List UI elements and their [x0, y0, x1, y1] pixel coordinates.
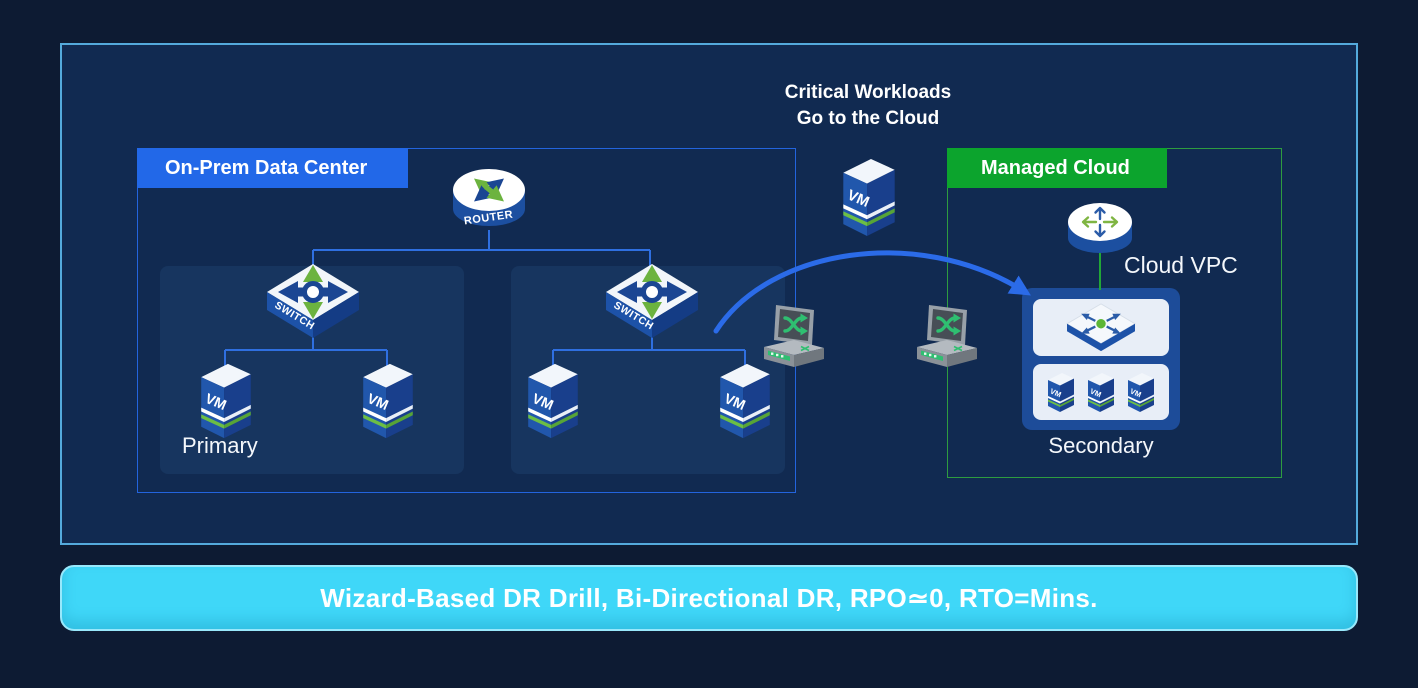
cloud-switch-panel — [1033, 299, 1169, 356]
managed-cloud-label: Managed Cloud — [947, 148, 1167, 188]
switch-icon — [604, 262, 700, 340]
cloud-vpc-label: Cloud VPC — [1124, 252, 1238, 278]
onprem-datacenter-label: On-Prem Data Center — [137, 148, 408, 188]
migrating-vm-icon — [839, 155, 899, 240]
cloud-vms-panel — [1033, 364, 1169, 420]
vm-icon — [197, 360, 255, 442]
switch-icon — [265, 262, 361, 340]
caption-line-2: Go to the Cloud — [796, 108, 940, 129]
managed-cloud-label-text: Managed Cloud — [981, 156, 1130, 179]
onprem-datacenter-label-text: On-Prem Data Center — [165, 156, 368, 179]
replication-appliance-icon — [763, 303, 825, 371]
migration-arrow — [713, 250, 1031, 334]
replication-appliance-icon — [916, 303, 978, 371]
bottom-banner: Wizard-Based DR Drill, Bi-Directional DR… — [60, 565, 1358, 631]
vm-icon — [524, 360, 582, 442]
caption-critical-workloads: Critical Workloads Go to the Cloud — [740, 80, 996, 132]
vm-icon — [359, 360, 417, 442]
caption-line-1: Critical Workloads — [784, 82, 952, 103]
vm-icon — [716, 360, 774, 442]
router-icon — [451, 164, 527, 230]
cloud-vpc-router-icon — [1066, 198, 1134, 256]
banner-text: Wizard-Based DR Drill, Bi-Directional DR… — [320, 582, 1098, 613]
secondary-label: Secondary — [1048, 433, 1154, 458]
primary-label: Primary — [182, 433, 258, 458]
